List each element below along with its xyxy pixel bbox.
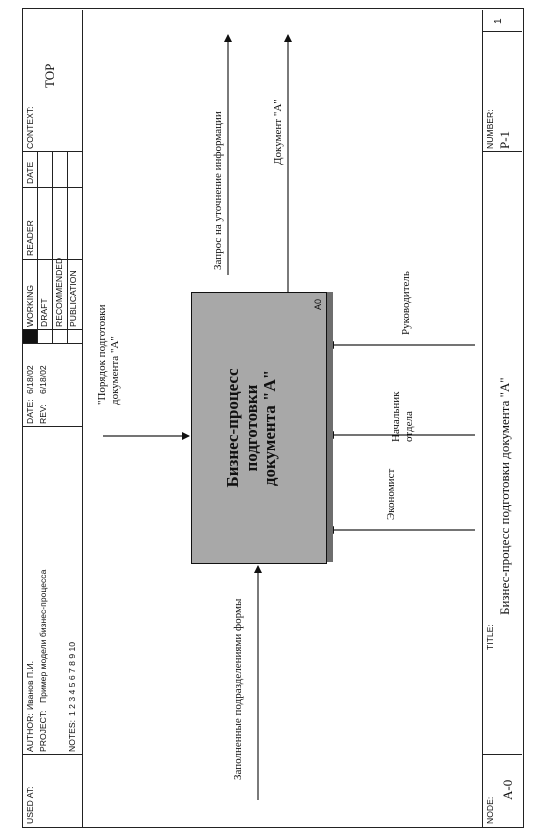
activity-title-line-3: документа "А" bbox=[260, 369, 280, 487]
output-label-document: Документ "А" bbox=[272, 99, 284, 165]
activity-title-line-2: подготовки bbox=[241, 384, 261, 472]
activity-title: Бизнес-процесс подготовки документа "А" bbox=[223, 293, 280, 563]
mechanism-label-head-of-dept: Начальник отдела bbox=[390, 391, 415, 442]
control-label-line-2: документа "А" bbox=[108, 336, 121, 405]
activity-box[interactable]: Бизнес-процесс подготовки документа "А" … bbox=[191, 292, 327, 564]
mechanism-label-head-of-dept-line-2: отдела bbox=[402, 411, 415, 442]
output-label-request: Запрос на уточнение информации bbox=[212, 111, 224, 270]
mechanism-label-manager: Руководитель bbox=[400, 271, 412, 335]
control-label: "Порядок подготовки документа "А" bbox=[96, 304, 121, 405]
mechanism-label-economist: Экономист bbox=[385, 468, 397, 520]
mechanism-label-head-of-dept-line-1: Начальник bbox=[390, 391, 402, 442]
activity-title-line-1: Бизнес-процесс bbox=[223, 368, 242, 488]
control-label-line-1: "Порядок подготовки bbox=[96, 304, 108, 405]
activity-number: A0 bbox=[313, 299, 323, 311]
input-label: Заполненные подразделениями формы bbox=[232, 598, 244, 780]
